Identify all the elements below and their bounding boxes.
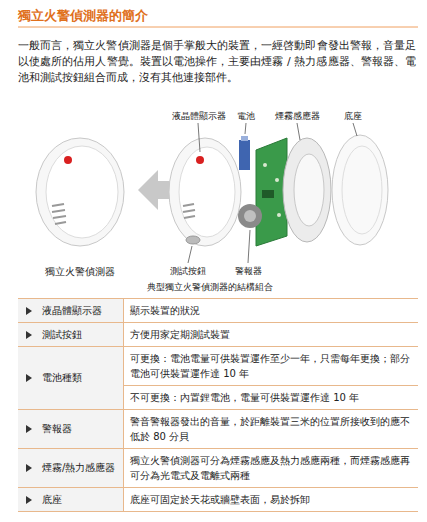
table-cell: 底座可固定於天花或牆壁表面，易於拆卸 [124, 488, 418, 511]
table-cell: 液晶體顯示器 [42, 304, 102, 318]
table-body-cell: 底座可固定於天花或牆壁表面，易於拆卸 [124, 488, 418, 511]
table-cell: 方便用家定期測試裝置 [124, 323, 418, 346]
front-cover [169, 138, 241, 246]
speaker-part [238, 204, 262, 228]
table-row: 煙霧/熱力感應器獨立火警偵測器可分為煙霧感應及熱力感應兩種，而煙霧感應再可分為光… [18, 449, 418, 488]
table-head-cell: 液晶體顯示器 [18, 299, 124, 322]
table-cell: 底座 [42, 493, 62, 507]
table-row: 電池種類 可更換：電池電量可供裝置運作至少一年，只需每年更換；部分電池可供裝置運作… [18, 347, 418, 410]
table-head-cell: 測試按鈕 [18, 323, 124, 346]
table-body-cell: 警音警報器發出的音量，於距離裝置三米的位置所接收到的應不低於 80 分貝 [124, 410, 418, 448]
table-body-cell: 獨立火警偵測器可分為煙霧感應及熱力感應兩種，而煙霧感應再可分為光電式及電離式兩種 [124, 449, 418, 487]
battery-part [239, 136, 250, 170]
table-head-cell: 電池種類 [18, 347, 124, 409]
table-body-cell: 方便用家定期測試裝置 [124, 323, 418, 346]
triangle-bullet [24, 495, 36, 505]
figure-caption: 典型獨立火警偵測器的結構組合 [60, 281, 360, 293]
table-cell: 電池種類 [42, 371, 82, 385]
table-cell: 顯示裝置的狀況 [124, 299, 418, 322]
part-name: 獨立火警偵測器 [30, 265, 130, 278]
table-cell: 獨立火警偵測器可分為煙霧感應及熱力感應兩種，而煙霧感應再可分為光電式及電離式兩種 [124, 449, 418, 487]
triangle-bullet [24, 306, 36, 316]
table-row: 警報器 警音警報器發出的音量，於距離裝置三米的位置所接收到的應不低於 80 分貝 [18, 410, 418, 449]
table-head-cell: 底座 [18, 488, 124, 511]
table-row: 液晶體顯示器 顯示裝置的狀況 [18, 299, 418, 323]
table-row: 測試按鈕 方便用家定期測試裝置 [18, 323, 418, 347]
table-cell: 可更換：電池電量可供裝置運作至少一年，只需每年更換；部分電池可供裝置運作達 10… [124, 347, 418, 385]
part-name: 液晶體顯示器 [168, 110, 230, 122]
part-name: 警報器 [228, 265, 268, 277]
part-name: 測試按鈕 [160, 265, 216, 277]
table-cell: 警報器 [42, 422, 72, 436]
triangle-bullet [24, 463, 36, 473]
page-title: 獨立火警偵測器的簡介 [18, 8, 418, 24]
leader-lines [188, 123, 357, 263]
table-head-cell: 警報器 [18, 410, 124, 448]
title-rule [18, 27, 418, 28]
part-name: 底座 [339, 110, 367, 122]
table-head-cell: 煙霧/熱力感應器 [18, 449, 124, 487]
circuit-board [256, 138, 287, 246]
info-table: 液晶體顯示器 顯示裝置的狀況測試按鈕 方便用家定期測試裝置電池種類 可更換：電池電量可… [18, 298, 418, 512]
base-plate [332, 135, 388, 245]
assembled-detector [36, 138, 124, 246]
table-row: 底座 底座可固定於天花或牆壁表面，易於拆卸 [18, 488, 418, 512]
sensor-chamber [283, 138, 331, 242]
part-name: 煙霧感應器 [272, 110, 322, 122]
arrow-shape [138, 170, 172, 210]
triangle-bullet [24, 330, 36, 340]
table-cell: 警音警報器發出的音量，於距離裝置三米的位置所接收到的應不低於 80 分貝 [124, 410, 418, 448]
table-cell: 煙霧/熱力感應器 [42, 461, 115, 475]
table-body-cell: 顯示裝置的狀況 [124, 299, 418, 322]
triangle-bullet [24, 424, 36, 434]
table-cell: 測試按鈕 [42, 328, 82, 342]
table-cell: 不可更換：內置鋰電池，電量可供裝置運作達 10 年 [124, 385, 418, 409]
table-body-cell: 可更換：電池電量可供裝置運作至少一年，只需每年更換；部分電池可供裝置運作達 10… [124, 347, 418, 409]
triangle-bullet [24, 373, 36, 383]
intro-paragraph: 一般而言，獨立火警偵測器是個手掌般大的裝置，一經啓動即會發出警報，音量足以使處所… [18, 38, 416, 86]
part-name: 電池 [232, 110, 260, 122]
